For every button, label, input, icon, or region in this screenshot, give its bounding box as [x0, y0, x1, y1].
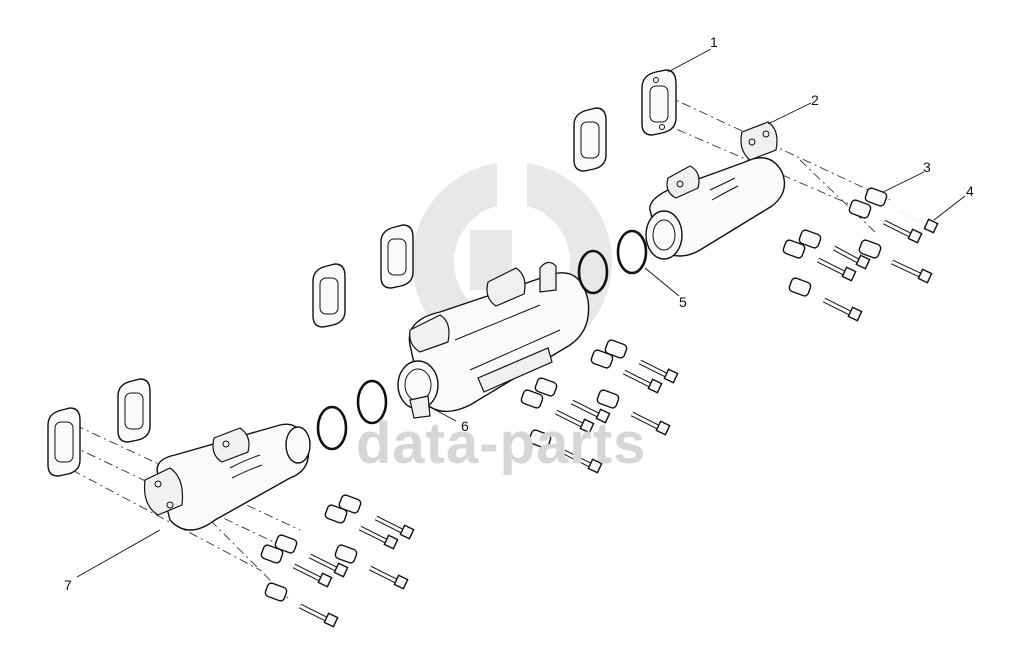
watermark-text: data-parts	[356, 411, 647, 476]
seal-rings-right	[577, 229, 648, 295]
bolt	[368, 565, 409, 590]
spacer	[260, 544, 284, 564]
callout-6: 6	[461, 418, 469, 434]
manifold-elbow-left	[143, 423, 311, 531]
spacer	[534, 377, 558, 397]
gasket-center-right	[380, 224, 414, 289]
gasket-upper-mid	[573, 107, 607, 172]
callout-1: 1	[710, 34, 718, 50]
bolt	[308, 553, 349, 578]
gasket-lower-left	[47, 407, 81, 477]
spacer	[264, 582, 288, 602]
bolt	[822, 297, 863, 322]
spacer	[528, 429, 552, 449]
bolt	[899, 210, 939, 234]
bolt	[570, 399, 611, 424]
spacer	[520, 389, 544, 409]
bolt	[298, 603, 339, 628]
callout-2: 2	[811, 92, 819, 108]
manifold-elbow-right	[645, 121, 786, 260]
spacer	[798, 229, 822, 249]
spacer	[324, 504, 348, 524]
gasket-lower-mid	[117, 378, 151, 443]
bolt	[292, 563, 333, 588]
bolt	[554, 409, 595, 434]
gasket-1	[641, 69, 677, 136]
spacer	[590, 349, 614, 369]
bolt	[816, 257, 857, 282]
bolt	[832, 245, 871, 270]
spacer-sleeves	[260, 187, 888, 602]
spacer	[788, 277, 812, 297]
gasket-center-left	[312, 263, 346, 328]
callout-4: 4	[966, 183, 974, 199]
bolt	[882, 219, 923, 244]
bolt	[358, 525, 399, 550]
bolt	[374, 515, 415, 540]
bolt	[562, 449, 603, 474]
spacer	[858, 239, 882, 259]
seal-rings-left	[316, 379, 388, 451]
manifold-center	[397, 261, 590, 419]
bolt	[638, 359, 679, 384]
spacer	[864, 187, 888, 207]
spacer	[596, 389, 620, 409]
spacer	[334, 544, 358, 564]
spacer	[848, 199, 872, 219]
spacer	[274, 534, 298, 554]
spacer	[604, 339, 628, 359]
bolt	[890, 259, 933, 284]
bolts	[292, 210, 939, 628]
callout-3: 3	[923, 159, 931, 175]
callout-5: 5	[679, 294, 687, 310]
spacer	[782, 239, 806, 259]
bolt	[630, 411, 671, 436]
bolt	[622, 369, 663, 394]
spacer	[338, 494, 362, 514]
callout-7: 7	[64, 577, 72, 593]
leader-lines	[76, 48, 966, 578]
